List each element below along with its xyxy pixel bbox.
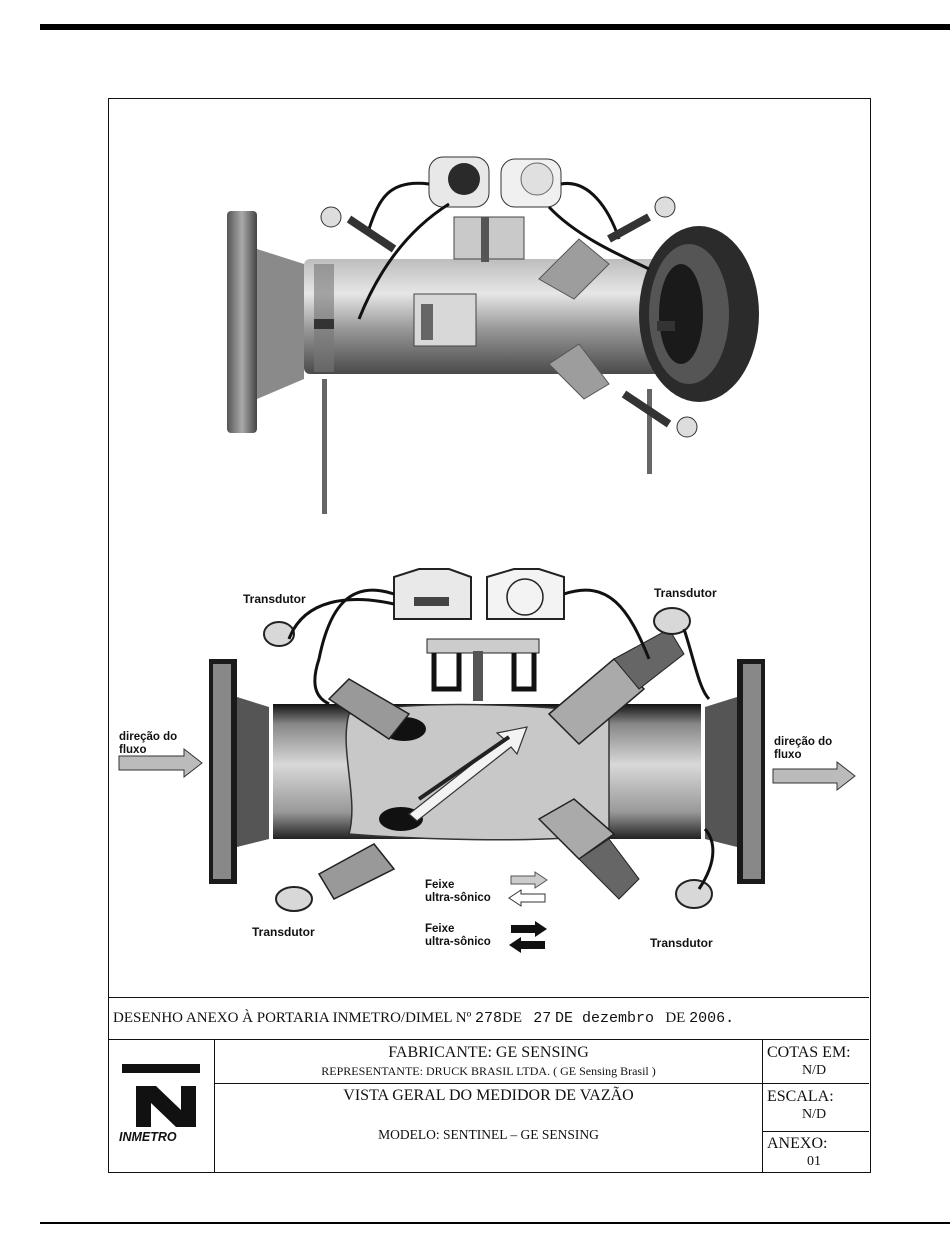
manufacturer-cell: FABRICANTE: GE SENSING REPRESENTANTE: DR… bbox=[215, 1040, 762, 1084]
flow-direction-label-left: direção do fluxo bbox=[119, 731, 177, 757]
title-cell: VISTA GERAL DO MEDIDOR DE VAZÃO MODELO: … bbox=[215, 1084, 762, 1173]
flow-left-line1: direção do bbox=[119, 731, 178, 743]
legend-beam-2: Feixe ultra-sônico bbox=[425, 923, 491, 949]
legend1-line1: Feixe bbox=[425, 879, 455, 891]
representative: REPRESENTANTE: DRUCK BRASIL LTDA. ( GE S… bbox=[321, 1064, 656, 1078]
escala-label: ESCALA: bbox=[767, 1088, 834, 1105]
transducer-label-bottom-right: Transdutor bbox=[650, 936, 713, 950]
inmetro-logo-icon bbox=[122, 1064, 200, 1127]
inmetro-logo: INMETRO bbox=[109, 1040, 215, 1173]
decree-year-prefix: DE bbox=[665, 1010, 686, 1026]
meter-cutaway bbox=[118, 568, 856, 953]
decree-number: 278 bbox=[475, 1010, 503, 1027]
top-rule bbox=[40, 24, 950, 30]
flow-right-line2: fluxo bbox=[774, 749, 802, 761]
cotas-label: COTAS EM: bbox=[767, 1044, 851, 1061]
flow-direction-label-right: direção do fluxo bbox=[774, 736, 832, 762]
decree-line: DESENHO ANEXO À PORTARIA INMETRO/DIMEL N… bbox=[109, 997, 869, 1039]
decree-month: DE dezembro bbox=[555, 1010, 655, 1027]
flow-right-line1: direção do bbox=[774, 736, 833, 748]
drawing-frame: Transdutor Transdutor Transdutor Transdu… bbox=[108, 98, 871, 1173]
legend-beam-1: Feixe ultra-sônico bbox=[425, 879, 491, 905]
decree-de1: DE bbox=[502, 1010, 523, 1026]
transducer-label-top-right: Transdutor bbox=[654, 586, 717, 600]
bottom-rule bbox=[40, 1222, 950, 1224]
flow-left-line2: fluxo bbox=[119, 744, 147, 756]
legend2-line2: ultra-sônico bbox=[425, 936, 491, 948]
manufacturer: FABRICANTE: GE SENSING bbox=[388, 1044, 589, 1061]
model: MODELO: SENTINEL – GE SENSING bbox=[378, 1127, 599, 1142]
escala-value: N/D bbox=[801, 1107, 827, 1122]
transducer-label-top-left: Transdutor bbox=[243, 592, 306, 606]
escala-cell: ESCALA: N/D bbox=[763, 1084, 869, 1132]
anexo-label: ANEXO: bbox=[767, 1135, 828, 1152]
transducer-label-bottom-left: Transdutor bbox=[252, 925, 315, 939]
inmetro-logo-text: INMETRO bbox=[119, 1130, 177, 1144]
legend2-line1: Feixe bbox=[425, 923, 455, 935]
flowmeter-illustrations bbox=[118, 156, 856, 953]
title-block-right: COTAS EM: N/D ESCALA: N/D ANEXO: 01 bbox=[763, 1040, 869, 1173]
drawing-title: VISTA GERAL DO MEDIDOR DE VAZÃO bbox=[343, 1087, 634, 1104]
anexo-cell: ANEXO: 01 bbox=[763, 1132, 869, 1173]
decree-prefix: DESENHO ANEXO À PORTARIA INMETRO/DIMEL N… bbox=[113, 1010, 472, 1026]
decree-text: DESENHO ANEXO À PORTARIA INMETRO/DIMEL N… bbox=[113, 1010, 734, 1027]
title-block-main: FABRICANTE: GE SENSING REPRESENTANTE: DR… bbox=[215, 1040, 763, 1173]
decree-year: 2006. bbox=[689, 1010, 735, 1027]
title-block: INMETRO FABRICANTE: GE SENSING REPRESENT… bbox=[109, 1039, 869, 1173]
cotas-cell: COTAS EM: N/D bbox=[763, 1040, 869, 1084]
cotas-value: N/D bbox=[801, 1063, 827, 1078]
legend1-line2: ultra-sônico bbox=[425, 892, 491, 904]
meter-photo bbox=[227, 156, 759, 514]
drawing-area: Transdutor Transdutor Transdutor Transdu… bbox=[109, 99, 869, 994]
decree-day: 27 bbox=[533, 1010, 552, 1027]
anexo-value: 01 bbox=[807, 1154, 821, 1169]
